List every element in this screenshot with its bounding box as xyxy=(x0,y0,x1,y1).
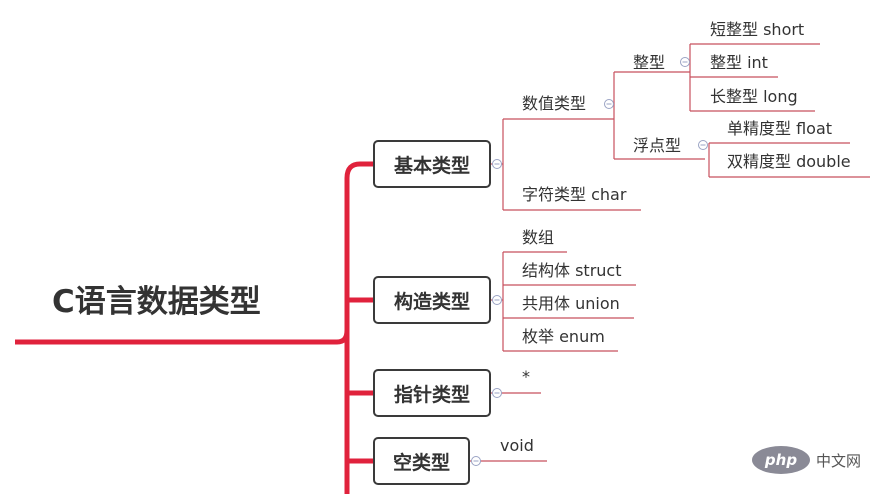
node-union[interactable]: 共用体 union xyxy=(522,294,620,313)
node-construct-type[interactable]: 构造类型 xyxy=(373,276,491,324)
node-pointer-type[interactable]: 指针类型 xyxy=(373,369,491,417)
node-double[interactable]: 双精度型 double xyxy=(727,152,851,171)
node-numeric-type[interactable]: 数值类型 xyxy=(522,94,587,113)
node-array[interactable]: 数组 xyxy=(522,228,555,247)
node-integer[interactable]: 整型 xyxy=(633,53,666,72)
node-void[interactable]: void xyxy=(500,436,534,455)
node-long[interactable]: 长整型 long xyxy=(710,87,798,106)
watermark: php 中文网 xyxy=(752,446,861,474)
node-struct[interactable]: 结构体 struct xyxy=(522,261,622,280)
node-float[interactable]: 单精度型 float xyxy=(727,119,833,138)
watermark-text: 中文网 xyxy=(816,451,862,470)
root-title: C语言数据类型 xyxy=(52,284,261,320)
trunk-upper xyxy=(344,161,373,340)
node-basic-type[interactable]: 基本类型 xyxy=(373,140,491,188)
main-trunk xyxy=(336,329,350,494)
node-void-type[interactable]: 空类型 xyxy=(373,437,470,485)
node-enum[interactable]: 枚举 enum xyxy=(522,327,605,346)
node-pointer-star[interactable]: * xyxy=(522,367,530,386)
node-char[interactable]: 字符类型 char xyxy=(522,185,627,204)
node-int[interactable]: 整型 int xyxy=(710,53,768,72)
php-logo-icon: php xyxy=(752,446,810,474)
node-float-group[interactable]: 浮点型 xyxy=(633,136,682,155)
node-short[interactable]: 短整型 short xyxy=(710,20,805,39)
